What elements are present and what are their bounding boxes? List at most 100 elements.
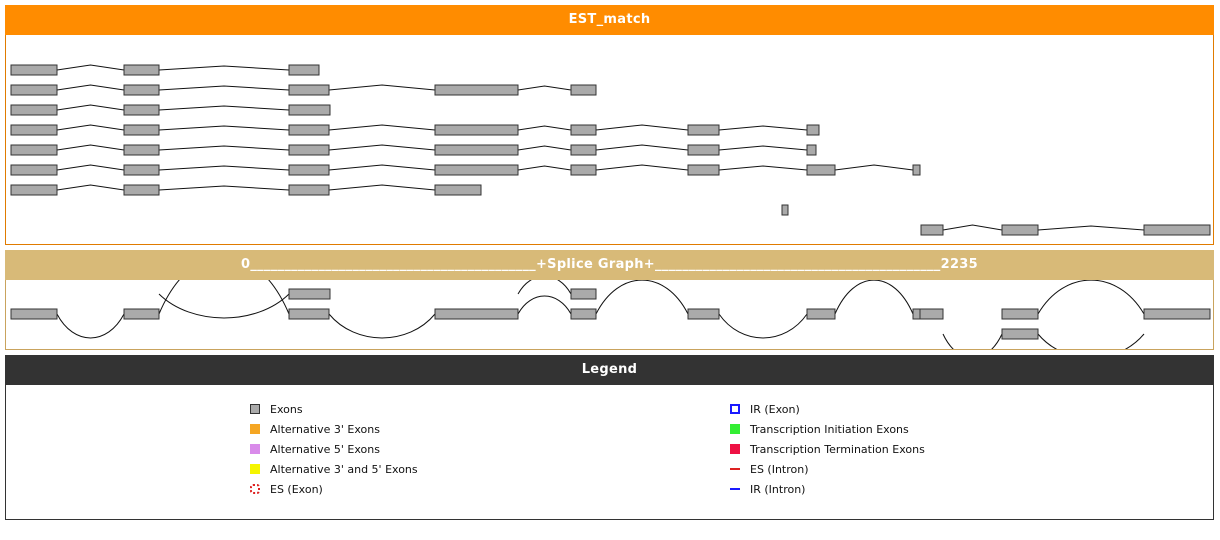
- est-exon: [288, 144, 330, 156]
- legend-label: Transcription Initiation Exons: [750, 422, 909, 436]
- est-exon: [434, 124, 519, 136]
- est-match-panel: EST_match: [5, 5, 1214, 245]
- est-exon: [123, 124, 160, 136]
- splice-graph-exon: [806, 308, 836, 320]
- splice-junction-arc: [158, 293, 290, 319]
- splice-graph-panel: 0 _______________________________________…: [5, 250, 1214, 350]
- splice-junction-arc: [517, 280, 572, 295]
- legend-label: Exons: [270, 402, 303, 416]
- est-intron-line: [56, 164, 125, 171]
- splice-graph-exon: [288, 288, 331, 300]
- splice-graph-exon: [1001, 308, 1039, 320]
- color-swatch-icon: [250, 424, 260, 434]
- legend-item-left: Alternative 3' and 5' Exons: [250, 459, 418, 479]
- legend-item-right: Transcription Termination Exons: [730, 439, 925, 459]
- est-intron-line: [517, 125, 572, 131]
- est-intron-line: [718, 125, 808, 131]
- est-intron-line: [1037, 225, 1145, 231]
- legend-label: IR (Intron): [750, 482, 806, 496]
- splice-junction-arc: [158, 280, 290, 315]
- est-exon: [806, 144, 817, 156]
- est-intron-line: [158, 165, 290, 171]
- splice-graph-exon: [919, 308, 944, 320]
- est-exon: [434, 144, 519, 156]
- splice-graph-rule-right: ________________________________________…: [655, 257, 941, 272]
- est-intron-line: [595, 124, 689, 131]
- color-swatch-icon: [250, 464, 260, 474]
- splice-junction-arc: [517, 295, 572, 315]
- est-exon: [434, 84, 519, 96]
- est-intron-line: [328, 124, 436, 131]
- splice-graph-exon: [570, 308, 597, 320]
- est-intron-line: [56, 184, 125, 191]
- splice-graph-start: 0: [241, 257, 251, 272]
- est-intron-line: [56, 84, 125, 91]
- est-match-track: [5, 35, 1214, 245]
- est-exon: [288, 104, 331, 116]
- est-intron-line: [328, 84, 436, 91]
- est-intron-line: [718, 165, 808, 171]
- legend-item-right: ES (Intron): [730, 459, 925, 479]
- est-exon: [806, 124, 820, 136]
- est-intron-line: [328, 144, 436, 151]
- splice-graph-exon: [570, 288, 597, 300]
- est-exon: [806, 164, 836, 176]
- legend-label: Alternative 3' and 5' Exons: [270, 462, 418, 476]
- est-exon: [10, 184, 58, 196]
- est-match-header: EST_match: [5, 5, 1214, 35]
- splice-graph-exon: [123, 308, 160, 320]
- est-exon: [570, 144, 597, 156]
- est-exon: [10, 84, 58, 96]
- splice-junction-arc: [595, 280, 689, 315]
- est-exon: [10, 64, 58, 76]
- splice-graph-exon: [434, 308, 519, 320]
- est-exon: [570, 84, 597, 96]
- dashed-line-icon: [730, 468, 740, 470]
- splice-graph-exon: [288, 308, 330, 320]
- legend-item-left: Alternative 3' Exons: [250, 419, 418, 439]
- splice-graph-diagram: [10, 280, 1211, 349]
- legend-header: Legend: [5, 355, 1214, 385]
- legend-item-right: Transcription Initiation Exons: [730, 419, 925, 439]
- splice-junction-arc: [328, 313, 436, 339]
- est-intron-line: [158, 185, 290, 191]
- ir-exon-swatch-icon: [730, 404, 740, 414]
- est-exon: [687, 164, 720, 176]
- est-exon: [123, 184, 160, 196]
- splice-junction-arc: [718, 313, 808, 339]
- est-exon: [1143, 224, 1211, 236]
- est-exon: [288, 164, 330, 176]
- exon-swatch-icon: [250, 404, 260, 414]
- est-intron-line: [595, 164, 689, 171]
- splice-junction-arc: [834, 280, 914, 315]
- est-exon: [920, 224, 944, 236]
- est-exon: [10, 124, 58, 136]
- legend-item-left: Alternative 5' Exons: [250, 439, 418, 459]
- est-exon: [781, 204, 789, 216]
- solid-line-icon: [730, 488, 740, 490]
- est-intron-line: [718, 145, 808, 151]
- est-exon: [123, 84, 160, 96]
- legend-label: ES (Exon): [270, 482, 323, 496]
- splice-graph-exon: [687, 308, 720, 320]
- splice-graph-end: 2235: [940, 257, 978, 272]
- splice-junction-arc: [1037, 333, 1145, 349]
- est-exon: [434, 164, 519, 176]
- legend-item-left: Exons: [250, 399, 418, 419]
- est-intron-line: [158, 105, 290, 111]
- est-exon: [123, 144, 160, 156]
- splice-graph-exon: [1001, 328, 1039, 340]
- est-intron-line: [834, 164, 914, 171]
- legend-label: Transcription Termination Exons: [750, 442, 925, 456]
- est-exon: [288, 84, 330, 96]
- est-match-diagram: [10, 64, 1211, 236]
- legend-label: ES (Intron): [750, 462, 809, 476]
- splice-graph-exon: [912, 308, 921, 320]
- splice-graph-exon: [10, 308, 58, 320]
- est-intron-line: [328, 164, 436, 171]
- est-intron-line: [56, 124, 125, 131]
- splice-junction-arc: [56, 313, 125, 339]
